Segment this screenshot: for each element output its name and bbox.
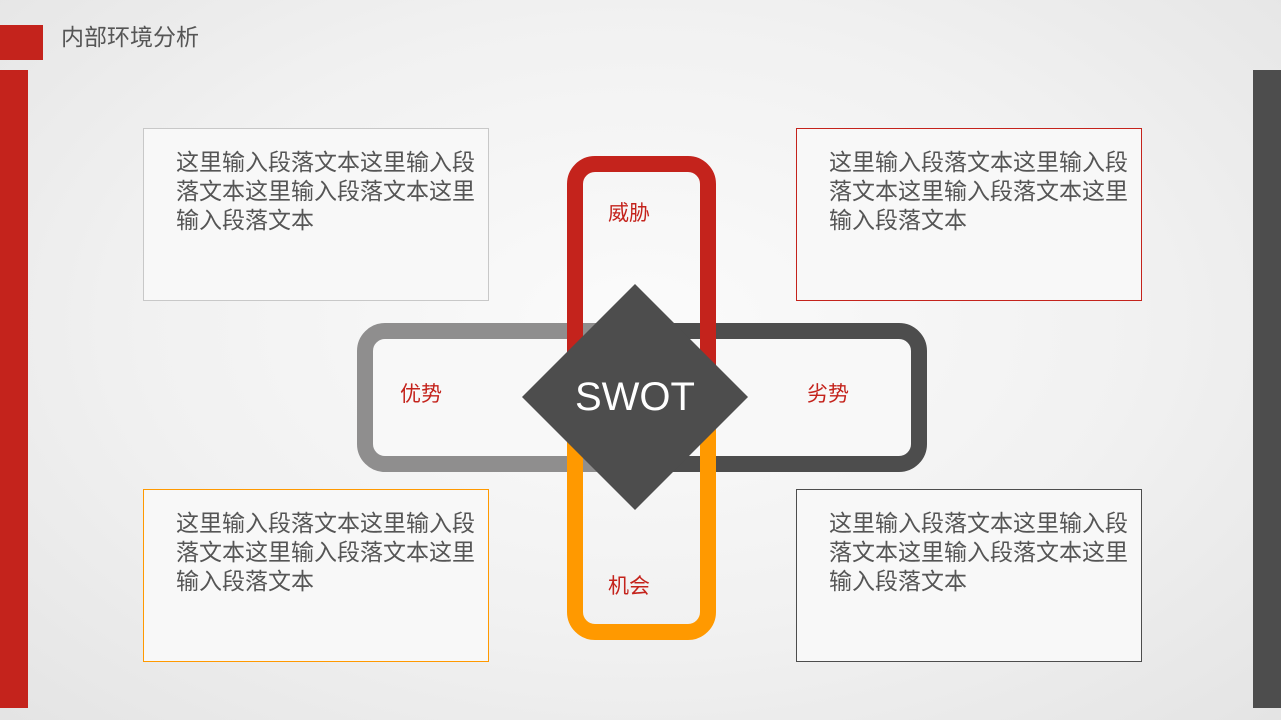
text-box-top-left[interactable]: 这里输入段落文本这里输入段落文本这里输入段落文本这里输入段落文本 — [143, 128, 489, 301]
swot-center-label: SWOT — [575, 375, 695, 419]
paragraph: 这里输入段落文本这里输入段落文本这里输入段落文本这里输入段落文本 — [829, 511, 1128, 595]
swot-diamond — [522, 284, 748, 510]
threat-label: 威胁 — [608, 201, 650, 225]
paragraph: 这里输入段落文本这里输入段落文本这里输入段落文本这里输入段落文本 — [176, 150, 475, 234]
paragraph: 这里输入段落文本这里输入段落文本这里输入段落文本这里输入段落文本 — [176, 511, 475, 595]
page-title: 内部环境分析 — [61, 25, 199, 51]
opportunity-label: 机会 — [608, 574, 650, 598]
title-accent — [0, 25, 43, 60]
text-box-bottom-right[interactable]: 这里输入段落文本这里输入段落文本这里输入段落文本这里输入段落文本 — [796, 489, 1142, 662]
right-accent-bar — [1253, 70, 1281, 708]
left-accent-bar — [0, 70, 28, 708]
paragraph: 这里输入段落文本这里输入段落文本这里输入段落文本这里输入段落文本 — [829, 150, 1128, 234]
text-box-top-right[interactable]: 这里输入段落文本这里输入段落文本这里输入段落文本这里输入段落文本 — [796, 128, 1142, 301]
text-box-bottom-left[interactable]: 这里输入段落文本这里输入段落文本这里输入段落文本这里输入段落文本 — [143, 489, 489, 662]
weakness-label: 劣势 — [807, 382, 849, 406]
strength-label: 优势 — [400, 382, 442, 406]
